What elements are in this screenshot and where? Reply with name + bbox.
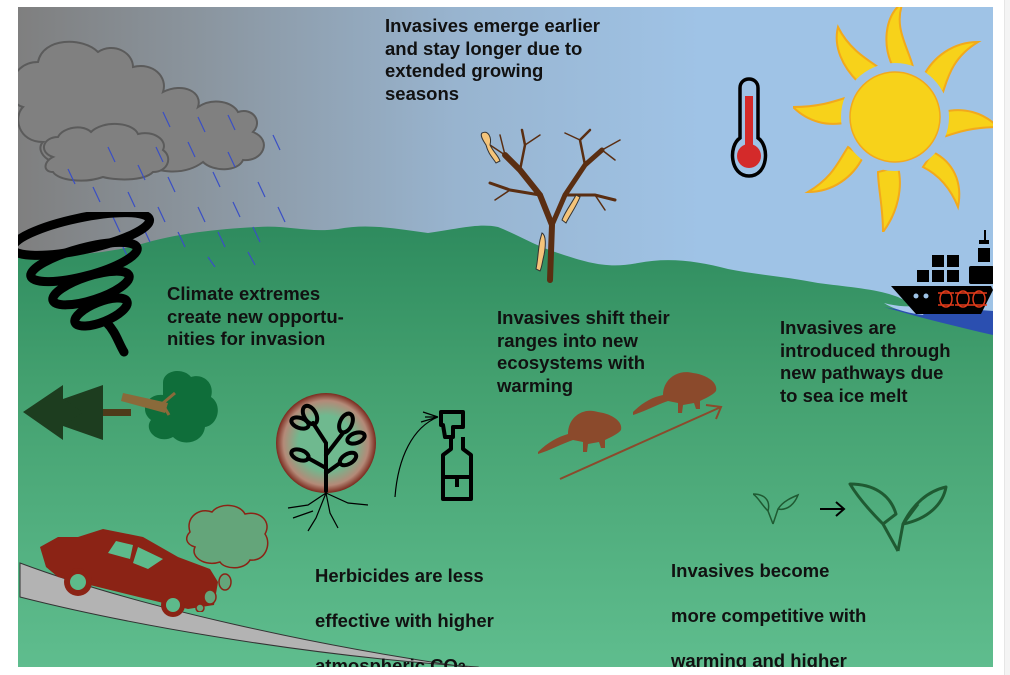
beaver-icon bbox=[633, 372, 717, 415]
car-icon bbox=[40, 529, 218, 617]
arrow-icon bbox=[559, 404, 723, 480]
caption-climate-extremes: Climate extremes create new opportu- nit… bbox=[167, 283, 344, 349]
sun-icon bbox=[793, 7, 993, 232]
storm-cloud-icon bbox=[18, 40, 265, 182]
plant-in-bubble-icon bbox=[276, 393, 376, 532]
caption-growing-seasons: Invasives emerge earlier and stay longer… bbox=[385, 15, 600, 104]
exhaust-cloud-icon bbox=[185, 504, 269, 612]
infographic-scene: Climate extremes create new opportu- nit… bbox=[18, 7, 993, 667]
rain-icon bbox=[67, 111, 286, 267]
beaver-icon bbox=[538, 410, 622, 454]
tornado-icon bbox=[18, 212, 155, 357]
caption-sea-ice: Invasives are introduced through new pat… bbox=[780, 317, 951, 406]
caption-competitive: Invasives become more competitive with w… bbox=[671, 537, 867, 668]
caption-herbicides-line1: Herbicides are less bbox=[315, 564, 484, 586]
seedling-small-icon bbox=[753, 493, 800, 525]
caption-competitive-line2: more competitive with bbox=[671, 604, 867, 626]
double-left-arrow-icon bbox=[23, 385, 103, 440]
seedling-large-icon bbox=[848, 482, 948, 552]
caption-range-shift: Invasives shift their ranges into new ec… bbox=[497, 307, 670, 396]
caption-competitive-line1: Invasives become bbox=[671, 559, 830, 581]
thermometer-icon bbox=[730, 77, 768, 178]
road bbox=[19, 562, 480, 667]
caption-competitive-line3: warming and higher bbox=[671, 649, 847, 668]
cargo-ship-icon bbox=[891, 230, 993, 314]
page-margin bbox=[1004, 0, 1010, 675]
caption-herbicides-line3: atmospheric CO2 bbox=[315, 654, 466, 668]
bare-tree-with-caterpillars-icon bbox=[480, 128, 621, 283]
caption-herbicides: Herbicides are less effective with highe… bbox=[315, 542, 494, 668]
right-arrow-icon bbox=[820, 501, 846, 517]
uprooted-tree-icon bbox=[103, 371, 218, 443]
spray-bottle-icon bbox=[394, 410, 473, 501]
caption-herbicides-line2: effective with higher bbox=[315, 609, 494, 631]
